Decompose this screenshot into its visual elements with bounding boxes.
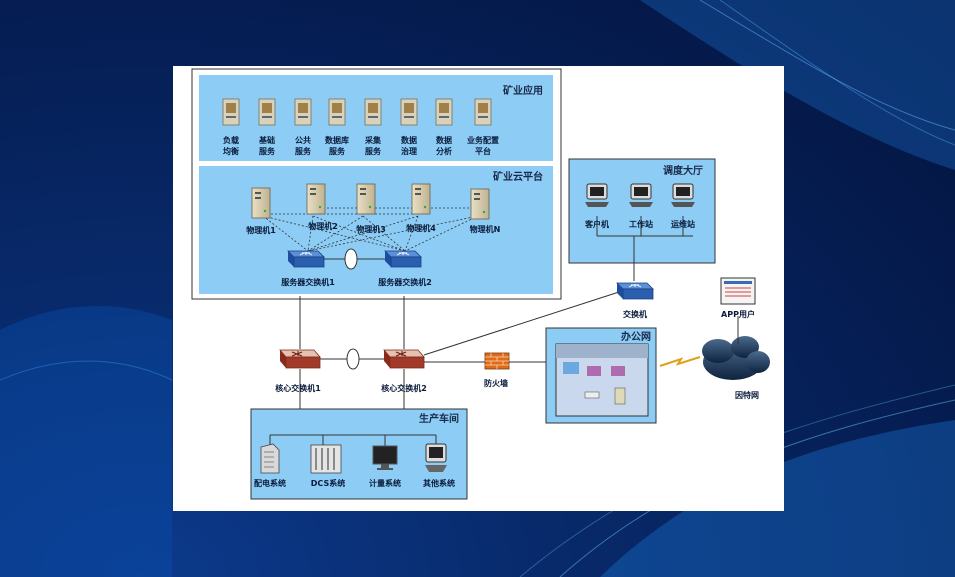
workstation-pc-icon: [628, 183, 654, 208]
core-to-dispatch-link: [423, 291, 620, 356]
internet-cloud-icon: [702, 336, 770, 380]
internet-label: 因特网: [735, 390, 759, 400]
link-aggregation-ring: [344, 248, 358, 270]
dispatch-switch-icon: [616, 282, 654, 300]
dispatch-hall-section: [568, 158, 716, 264]
app-icon: [435, 98, 453, 126]
terminal-label: 运维站: [671, 219, 695, 229]
app-icon: [364, 98, 382, 126]
app-icon: [328, 98, 346, 126]
server-switch-icon: [384, 250, 422, 268]
core-switch-icon: [279, 349, 321, 369]
server-label: 物理机4: [406, 223, 436, 233]
app-label-line1: 采集: [364, 135, 382, 145]
mine-apps-title: 矿业应用: [503, 84, 543, 97]
server-switch-icon: [287, 250, 325, 268]
app-label-line1: 数据: [401, 135, 417, 145]
app-user-label: APP用户: [721, 309, 755, 319]
server-switch-label: 服务器交换机2: [378, 277, 432, 287]
server-label: 物理机N: [470, 224, 501, 234]
dispatch-switch-label: 交换机: [623, 309, 647, 319]
app-label-line2: 分析: [436, 146, 452, 156]
dispatch-title: 调度大厅: [663, 164, 703, 177]
app-label-line1: 公共: [295, 135, 311, 145]
app-label-line2: 治理: [401, 146, 417, 156]
server-label: 物理机1: [246, 225, 276, 235]
terminal-label: 工作站: [629, 219, 653, 229]
cloud-title: 矿业云平台: [493, 170, 543, 183]
meter-monitor-icon: [372, 445, 398, 470]
office-building-icon: [555, 343, 649, 417]
dispatch-bus: [596, 216, 693, 281]
office-title: 办公网: [621, 330, 651, 343]
server-icon: [470, 188, 490, 220]
server-mesh-links: [262, 207, 479, 252]
app-icon: [474, 98, 492, 126]
network-diagram: 矿业应用 负载 均衡 基础 服务 公共 服务 数据库 服务 采集 服务 数据 治…: [191, 68, 770, 500]
core-switch-icon: [383, 349, 425, 369]
diagram-panel: 矿业应用 负载 均衡 基础 服务 公共 服务 数据库 服务 采集 服务 数据 治…: [173, 66, 784, 511]
app-label-line2: 均衡: [223, 146, 239, 156]
app-label-line1: 数据库: [325, 135, 349, 145]
client-pc-icon: [584, 183, 610, 208]
app-label-line2: 平台: [475, 146, 491, 156]
server-icon: [306, 183, 326, 215]
production-label: DCS系统: [311, 478, 345, 488]
power-cabinet-icon: [260, 443, 280, 474]
firewall-icon: [484, 352, 510, 370]
app-label-line2: 服务: [329, 146, 346, 156]
server-label: 物理机3: [356, 224, 386, 234]
server-list: 物理机1 物理机2 物理机3 物理机4 物理机N: [246, 183, 501, 235]
app-label-line2: 服务: [365, 146, 382, 156]
core-switch-label: 核心交换机1: [275, 383, 321, 393]
app-icon: [294, 98, 312, 126]
cloud-section: [199, 166, 553, 294]
app-label-line1: 负载: [223, 135, 239, 145]
dcs-rack-icon: [310, 444, 342, 474]
app-icon: [222, 98, 240, 126]
production-label: 计量系统: [369, 478, 401, 488]
server-icon: [251, 187, 271, 219]
other-system-monitor-icon: [425, 443, 447, 472]
firewall-label: 防火墙: [484, 378, 508, 388]
server-icon: [356, 183, 376, 215]
server-switch-label: 服务器交换机1: [281, 277, 335, 287]
app-user-device-icon: [720, 277, 756, 305]
ops-pc-icon: [670, 183, 696, 208]
app-label-line1: 基础: [258, 135, 275, 145]
app-label-line1: 业务配置: [467, 135, 499, 145]
server-icon: [411, 183, 431, 215]
app-label-line1: 数据: [436, 135, 452, 145]
production-label: 配电系统: [254, 478, 286, 488]
app-icon: [400, 98, 418, 126]
app-icon: [258, 98, 276, 126]
core-aggregation-ring: [346, 348, 360, 370]
app-label-line2: 服务: [259, 146, 276, 156]
app-label-line2: 服务: [295, 146, 312, 156]
production-label: 其他系统: [423, 478, 455, 488]
server-label: 物理机2: [308, 221, 338, 231]
app-list: 负载 均衡 基础 服务 公共 服务 数据库 服务 采集 服务 数据 治理 数据 …: [222, 98, 499, 156]
wan-link-icon: [659, 356, 701, 367]
terminal-label: 客户机: [584, 219, 609, 229]
production-title: 生产车间: [419, 412, 459, 425]
